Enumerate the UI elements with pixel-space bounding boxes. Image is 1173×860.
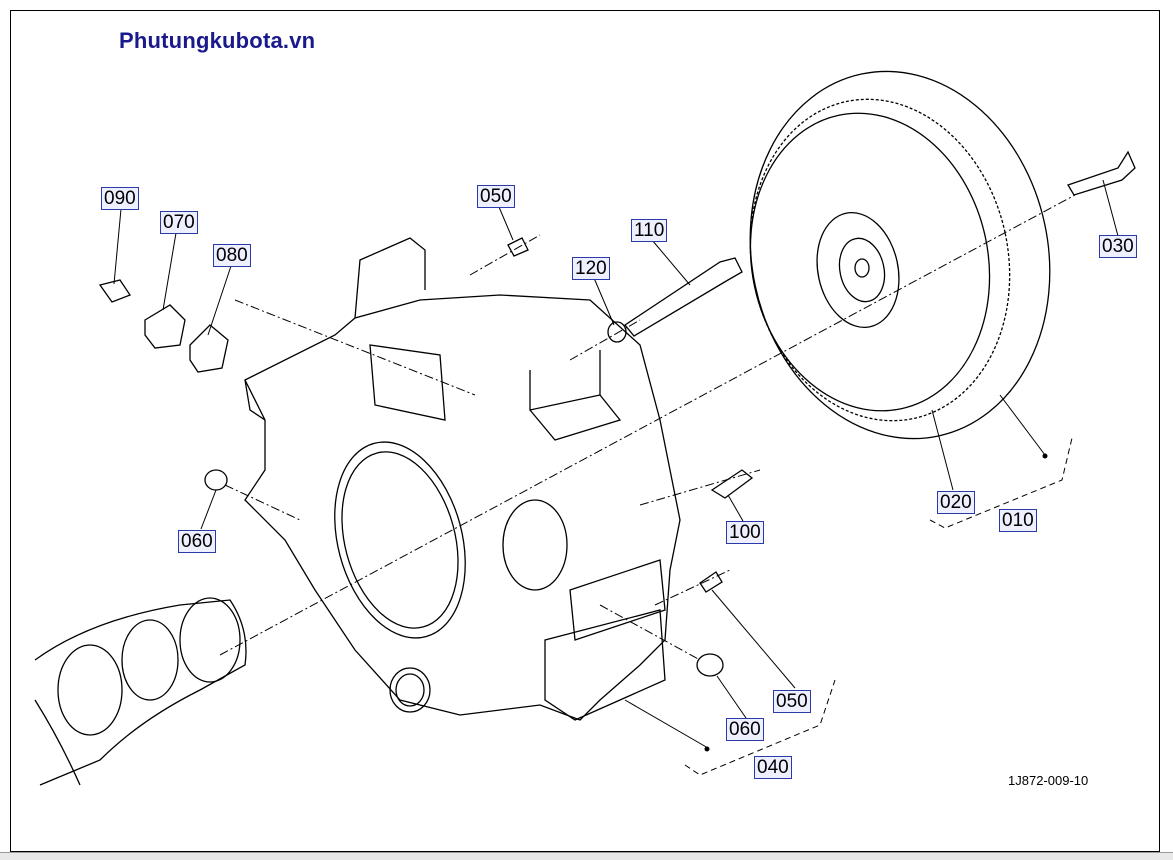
callout-120: 120 [572, 257, 610, 280]
callout-040: 040 [754, 756, 792, 779]
drawing-id-label: 1J872-009-10 [1008, 773, 1089, 788]
axis-lines [219, 194, 1076, 661]
group-brackets [684, 437, 1073, 776]
callout-050-bottom: 050 [773, 690, 811, 713]
callout-060-bottom: 060 [726, 718, 764, 741]
callout-020: 020 [937, 491, 975, 514]
callout-060-left: 060 [178, 530, 216, 553]
callout-110: 110 [631, 219, 668, 242]
callout-070: 070 [160, 211, 198, 234]
callout-080: 080 [213, 244, 251, 267]
callout-100: 100 [726, 521, 764, 544]
flywheel-housing [244, 237, 681, 721]
callout-030: 030 [1099, 235, 1137, 258]
site-watermark: Phutungkubota.vn [119, 28, 316, 53]
crankshaft [34, 597, 247, 786]
window-bottom-edge [0, 852, 1173, 860]
drawing-frame [10, 10, 1160, 852]
flywheel [749, 70, 1051, 440]
callout-050-top: 050 [477, 185, 515, 208]
callout-090: 090 [101, 187, 139, 210]
leader-lines [113, 179, 1119, 749]
callout-010: 010 [999, 509, 1037, 532]
